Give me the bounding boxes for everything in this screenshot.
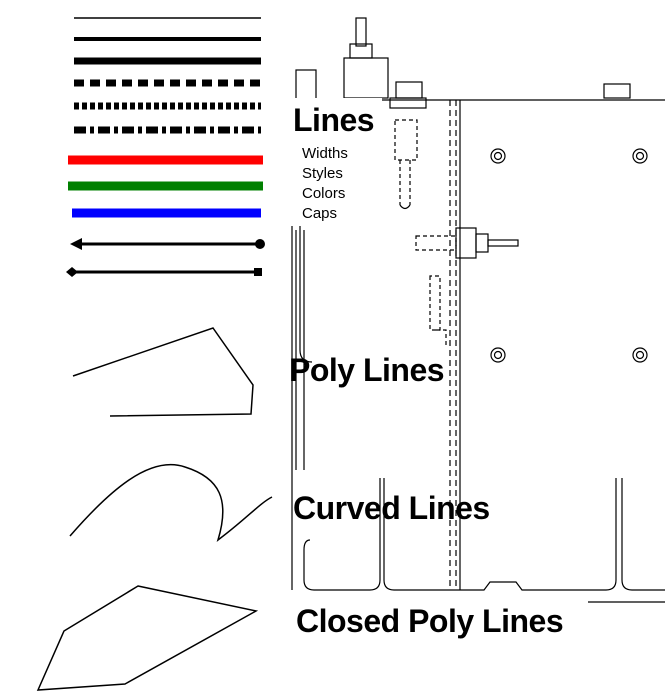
lines-item-colors: Colors xyxy=(302,185,346,202)
poly-line-sample xyxy=(72,327,254,417)
lines-title: Lines xyxy=(293,102,375,138)
lines-item-widths: Widths xyxy=(302,145,348,162)
curved-line-sample xyxy=(69,463,273,542)
lines-feature-list: Widths Styles Colors Caps xyxy=(302,144,348,224)
diamond-cap-icon xyxy=(66,267,78,277)
square-cap-icon xyxy=(254,268,262,276)
closed-poly-lines-title: Closed Poly Lines xyxy=(296,603,564,639)
lines-item-caps: Caps xyxy=(302,205,338,222)
poly-lines-title: Poly Lines xyxy=(289,352,445,388)
circle-cap-icon xyxy=(255,239,265,249)
curved-lines-title: Curved Lines xyxy=(293,490,490,526)
line-samples xyxy=(66,17,265,277)
lines-item-styles: Styles xyxy=(302,165,343,182)
closed-poly-line-sample xyxy=(36,585,259,691)
arrow-head-icon xyxy=(70,238,82,250)
